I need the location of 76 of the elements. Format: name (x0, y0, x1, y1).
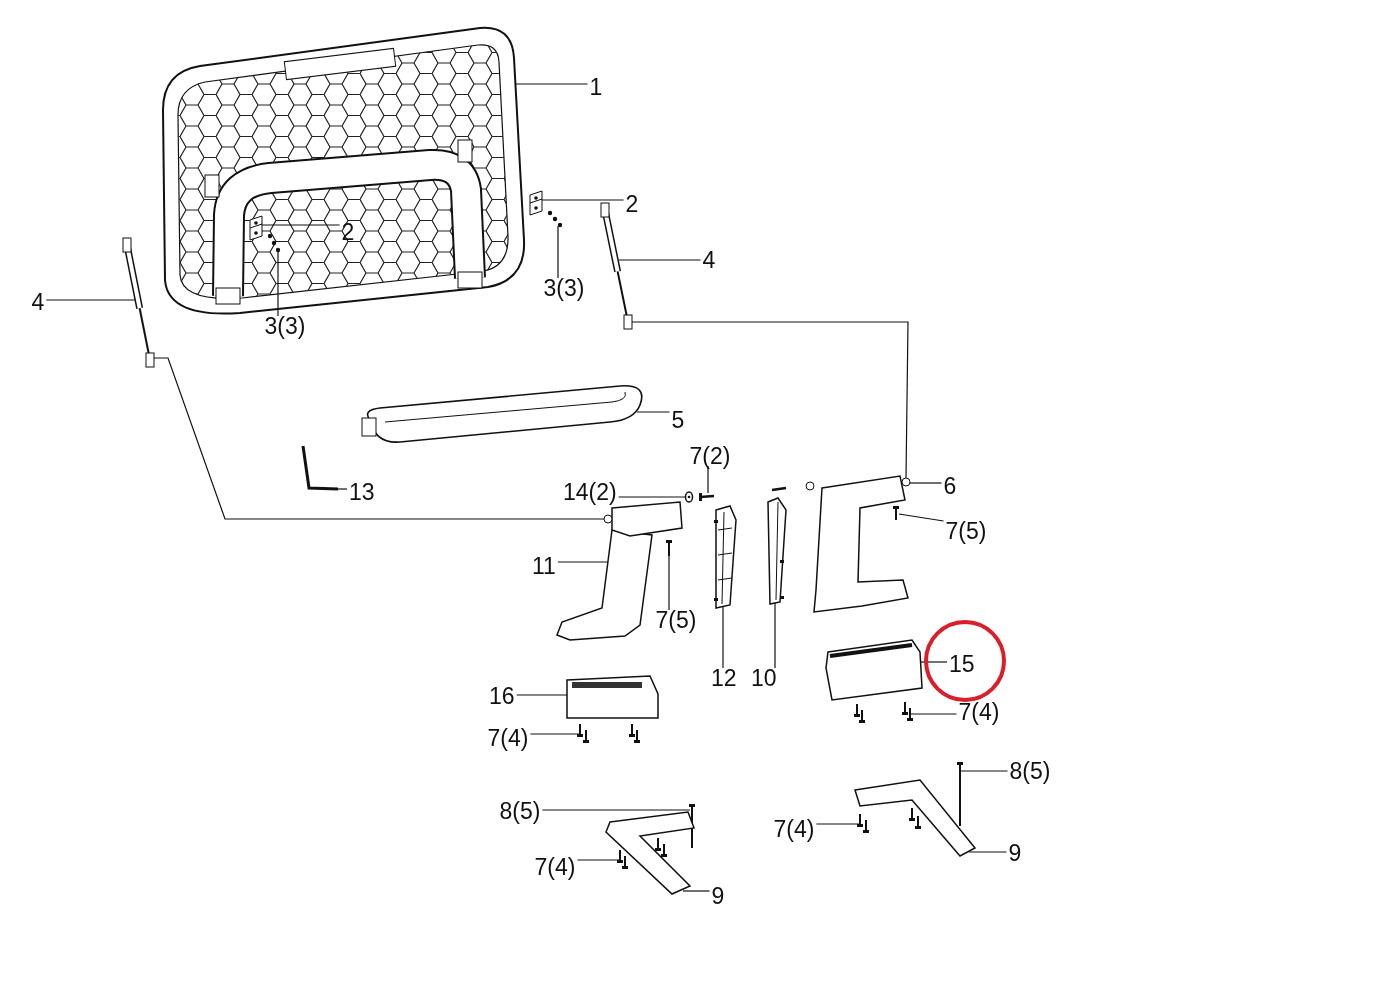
callout-number: 7(4) (958, 699, 1000, 725)
callout-number: 7(4) (487, 725, 529, 751)
leader-line (515, 83, 589, 85)
leader-line (919, 661, 948, 663)
callout-number: 1 (589, 74, 603, 100)
leader-line (541, 199, 625, 201)
leader-line (910, 713, 958, 715)
leader-line (968, 851, 1008, 853)
callout-number: 15 (949, 651, 975, 677)
callout-number: 9 (1008, 840, 1022, 866)
assembly-line (631, 321, 909, 479)
callout-number: 6 (943, 473, 957, 499)
callout-number: 7(2) (689, 443, 731, 469)
leader-line (516, 694, 568, 696)
callout-number: 3(3) (264, 313, 306, 339)
screw-icon (689, 804, 695, 849)
gas-spring-drawing (122, 237, 155, 368)
leader-line (774, 602, 776, 669)
leader-line (557, 561, 609, 563)
leader-line (618, 496, 687, 498)
callout-number: 3(3) (543, 275, 585, 301)
callout-number: 12 (711, 665, 737, 691)
callout-number: 10 (751, 665, 777, 691)
base-block-drawing (566, 675, 659, 719)
leader-line (815, 823, 860, 825)
washer-icon (684, 491, 694, 503)
callout-number: 9 (711, 883, 725, 909)
callout-number: 5 (671, 407, 685, 433)
callout-number: 2 (625, 191, 639, 217)
screw-icon (957, 762, 963, 827)
screw-set-drawing (577, 723, 640, 743)
screw-set-drawing (854, 701, 913, 723)
leader-line (898, 513, 945, 522)
trim-strip-drawing (714, 505, 737, 609)
screw-set-drawing (857, 807, 921, 833)
leader-line (541, 809, 691, 811)
callout-number: 13 (349, 479, 375, 505)
screw-icon (666, 540, 672, 557)
support-frame-drawing (813, 475, 911, 613)
leader-line (668, 555, 670, 611)
callout-number: 14(2) (563, 479, 617, 505)
callout-number: 7(5) (655, 607, 697, 633)
callout-number: 7(5) (945, 518, 987, 544)
leader-line (636, 411, 671, 413)
callout-number: 16 (489, 683, 515, 709)
callout-number: 7(4) (773, 816, 815, 842)
leader-line (960, 770, 1009, 772)
leader-line (277, 251, 279, 317)
base-block-drawing (825, 639, 923, 701)
highlight-circle (924, 620, 1006, 702)
screw-set-drawing (547, 210, 563, 228)
hex-key-drawing (301, 445, 339, 491)
leader-line (576, 859, 620, 861)
callout-number: 11 (532, 553, 556, 579)
callout-number: 4 (31, 289, 45, 315)
leader-line (45, 299, 136, 301)
leader-line (557, 225, 559, 279)
assembly-line (153, 357, 605, 520)
mounting-plate-drawing (854, 779, 977, 857)
screw-icon (699, 493, 715, 501)
screw-icon (893, 506, 899, 521)
mounting-plate-drawing (605, 811, 696, 895)
trim-strip-drawing (767, 497, 787, 605)
leader-line (529, 733, 582, 735)
leader-line (682, 890, 711, 892)
leader-line (618, 259, 702, 261)
callout-number: 7(4) (534, 854, 576, 880)
armrest-pad-drawing (361, 385, 643, 443)
leader-line (337, 488, 348, 490)
callout-number: 8(5) (1009, 758, 1051, 784)
hinge-bracket-drawing (529, 190, 543, 216)
callout-number: 4 (702, 247, 716, 273)
leader-line (722, 606, 724, 669)
leader-line (909, 482, 943, 484)
tray-panel-drawing (162, 26, 526, 315)
callout-number: 8(5) (499, 798, 541, 824)
